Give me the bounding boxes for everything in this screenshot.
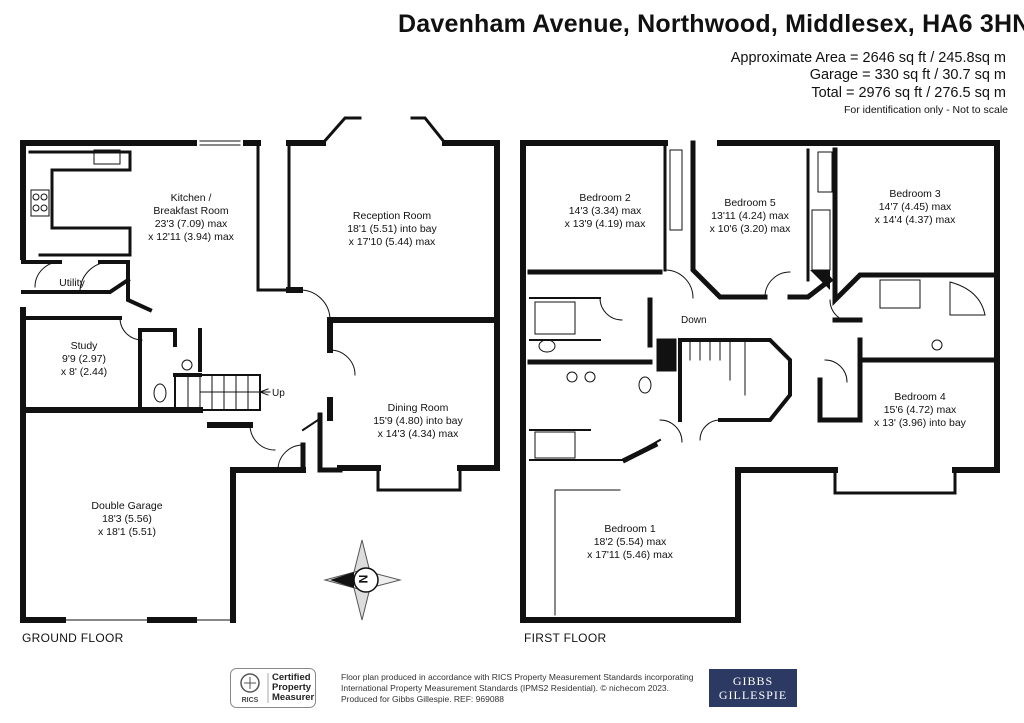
- total-area: Total = 2976 sq ft / 276.5 sq m: [811, 85, 1006, 101]
- ground-floor-walls: [20, 140, 500, 623]
- stairs-up-label: Up: [272, 388, 285, 399]
- room-bedroom-5: Bedroom 5 13'11 (4.24) max x 10'6 (3.20)…: [709, 197, 791, 235]
- property-address: Davenham Avenue, Northwood, Middlesex, H…: [398, 10, 1024, 38]
- room-bedroom-3: Bedroom 3 14'7 (4.45) max x 14'4 (4.37) …: [874, 188, 956, 226]
- room-bedroom-4: Bedroom 4 15'6 (4.72) max x 13' (3.96) i…: [874, 391, 966, 429]
- rics-certified-logo: RICS: [230, 668, 316, 708]
- room-kitchen: Kitchen / Breakfast Room 23'3 (7.09) max…: [148, 192, 234, 243]
- stairs-down-label: Down: [681, 315, 707, 326]
- footer-credits: Floor plan produced in accordance with R…: [341, 672, 694, 704]
- room-study: Study 9'9 (2.97) x 8' (2.44): [60, 340, 108, 378]
- room-reception: Reception Room 18'1 (5.51) into bay x 17…: [347, 210, 437, 248]
- garage-area: Garage = 330 sq ft / 30.7 sq m: [809, 67, 1006, 83]
- first-floor-label: FIRST FLOOR: [524, 631, 607, 645]
- svg-text:RICS: RICS: [242, 697, 259, 704]
- room-bedroom-1: Bedroom 1 18'2 (5.54) max x 17'11 (5.46)…: [587, 523, 673, 561]
- room-dining: Dining Room 15'9 (4.80) into bay x 14'3 …: [373, 402, 463, 440]
- room-bedroom-2: Bedroom 2 14'3 (3.34) max x 13'9 (4.19) …: [564, 192, 646, 230]
- disclaimer: For identification only - Not to scale: [844, 104, 1008, 116]
- compass-rose: [323, 539, 402, 621]
- gibbs-gillespie-logo: GIBBS GILLESPIE: [709, 669, 797, 707]
- room-utility: Utility: [59, 277, 85, 289]
- rics-certified-text: Certified Property Measurer: [272, 672, 315, 703]
- compass-north-letter: N: [356, 574, 371, 584]
- approximate-area: Approximate Area = 2646 sq ft / 245.8sq …: [730, 50, 1006, 66]
- room-double-garage: Double Garage 18'3 (5.56) x 18'1 (5.51): [91, 500, 163, 538]
- ground-floor-label: GROUND FLOOR: [22, 631, 124, 645]
